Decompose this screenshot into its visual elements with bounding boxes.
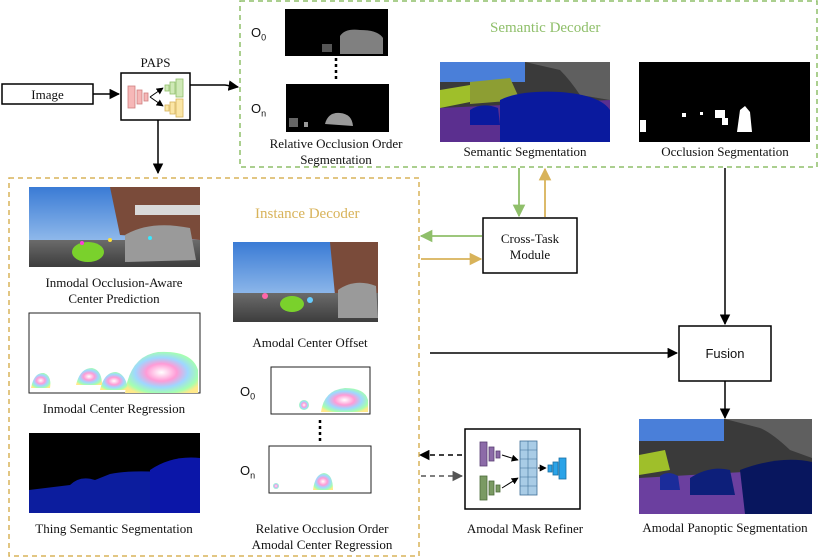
inmodal-center-prediction-image — [29, 187, 200, 267]
paps-label: PAPS — [140, 55, 171, 70]
semantic-decoder-region — [239, 0, 818, 168]
fusion-label: Fusion — [705, 346, 745, 361]
occlusion-seg-label: Occlusion Segmentation — [661, 144, 789, 159]
order-regression-label-line1: Relative Occlusion Order — [255, 521, 389, 536]
order-regression-label-line2: Amodal Center Regression — [251, 537, 393, 552]
inmodal-center-label-line2: Center Prediction — [68, 291, 160, 306]
inmodal-center-regression-image — [28, 312, 201, 394]
output-label: Amodal Panoptic Segmentation — [642, 520, 808, 535]
arrow-paps-to-semantic — [190, 80, 240, 91]
order-seg-on-sub: n — [261, 108, 267, 119]
order-regression-on-sub: n — [250, 470, 256, 481]
cross-task-label-line2: Module — [509, 247, 551, 262]
inmodal-regression-label: Inmodal Center Regression — [42, 401, 186, 416]
amodal-center-offset-image — [233, 242, 378, 322]
thing-semantic-label: Thing Semantic Segmentation — [35, 521, 193, 536]
inmodal-center-label-line1: Inmodal Occlusion-Aware — [45, 275, 183, 290]
order-seg-on-label: On — [251, 101, 267, 119]
fusion-box — [678, 325, 772, 382]
amodal-offset-label: Amodal Center Offset — [252, 335, 368, 350]
cross-task-label-line1: Cross-Task — [500, 231, 560, 246]
order-regression-o0-label: O0 — [240, 384, 256, 402]
order-seg-label-line1: Relative Occlusion Order — [269, 136, 403, 151]
order-regression-on-label: On — [240, 463, 256, 481]
image-input-label: Image — [31, 87, 64, 102]
amodal-mask-refiner-label: Amodal Mask Refiner — [466, 521, 584, 536]
instance-decoder-title: Instance Decoder — [255, 206, 360, 222]
semantic-segmentation-image — [440, 62, 610, 142]
order-seg-o0-sub: 0 — [261, 32, 267, 43]
thing-semantic-segmentation-image — [29, 433, 200, 513]
paps-network-icon — [127, 78, 184, 118]
cross-task-module-box — [482, 217, 578, 274]
semantic-seg-label: Semantic Segmentation — [463, 144, 587, 159]
amodal-panoptic-output-image — [639, 419, 812, 514]
order-regression-o0-sub: 0 — [250, 391, 256, 402]
instance-decoder-region — [8, 177, 420, 557]
order-seg-label-line2: Segmentation — [300, 152, 372, 167]
mask-refiner-network-icon — [479, 440, 567, 501]
semantic-decoder-title: Semantic Decoder — [490, 20, 601, 36]
occlusion-segmentation-image — [639, 62, 810, 142]
order-seg-o0-label: O0 — [251, 25, 267, 43]
